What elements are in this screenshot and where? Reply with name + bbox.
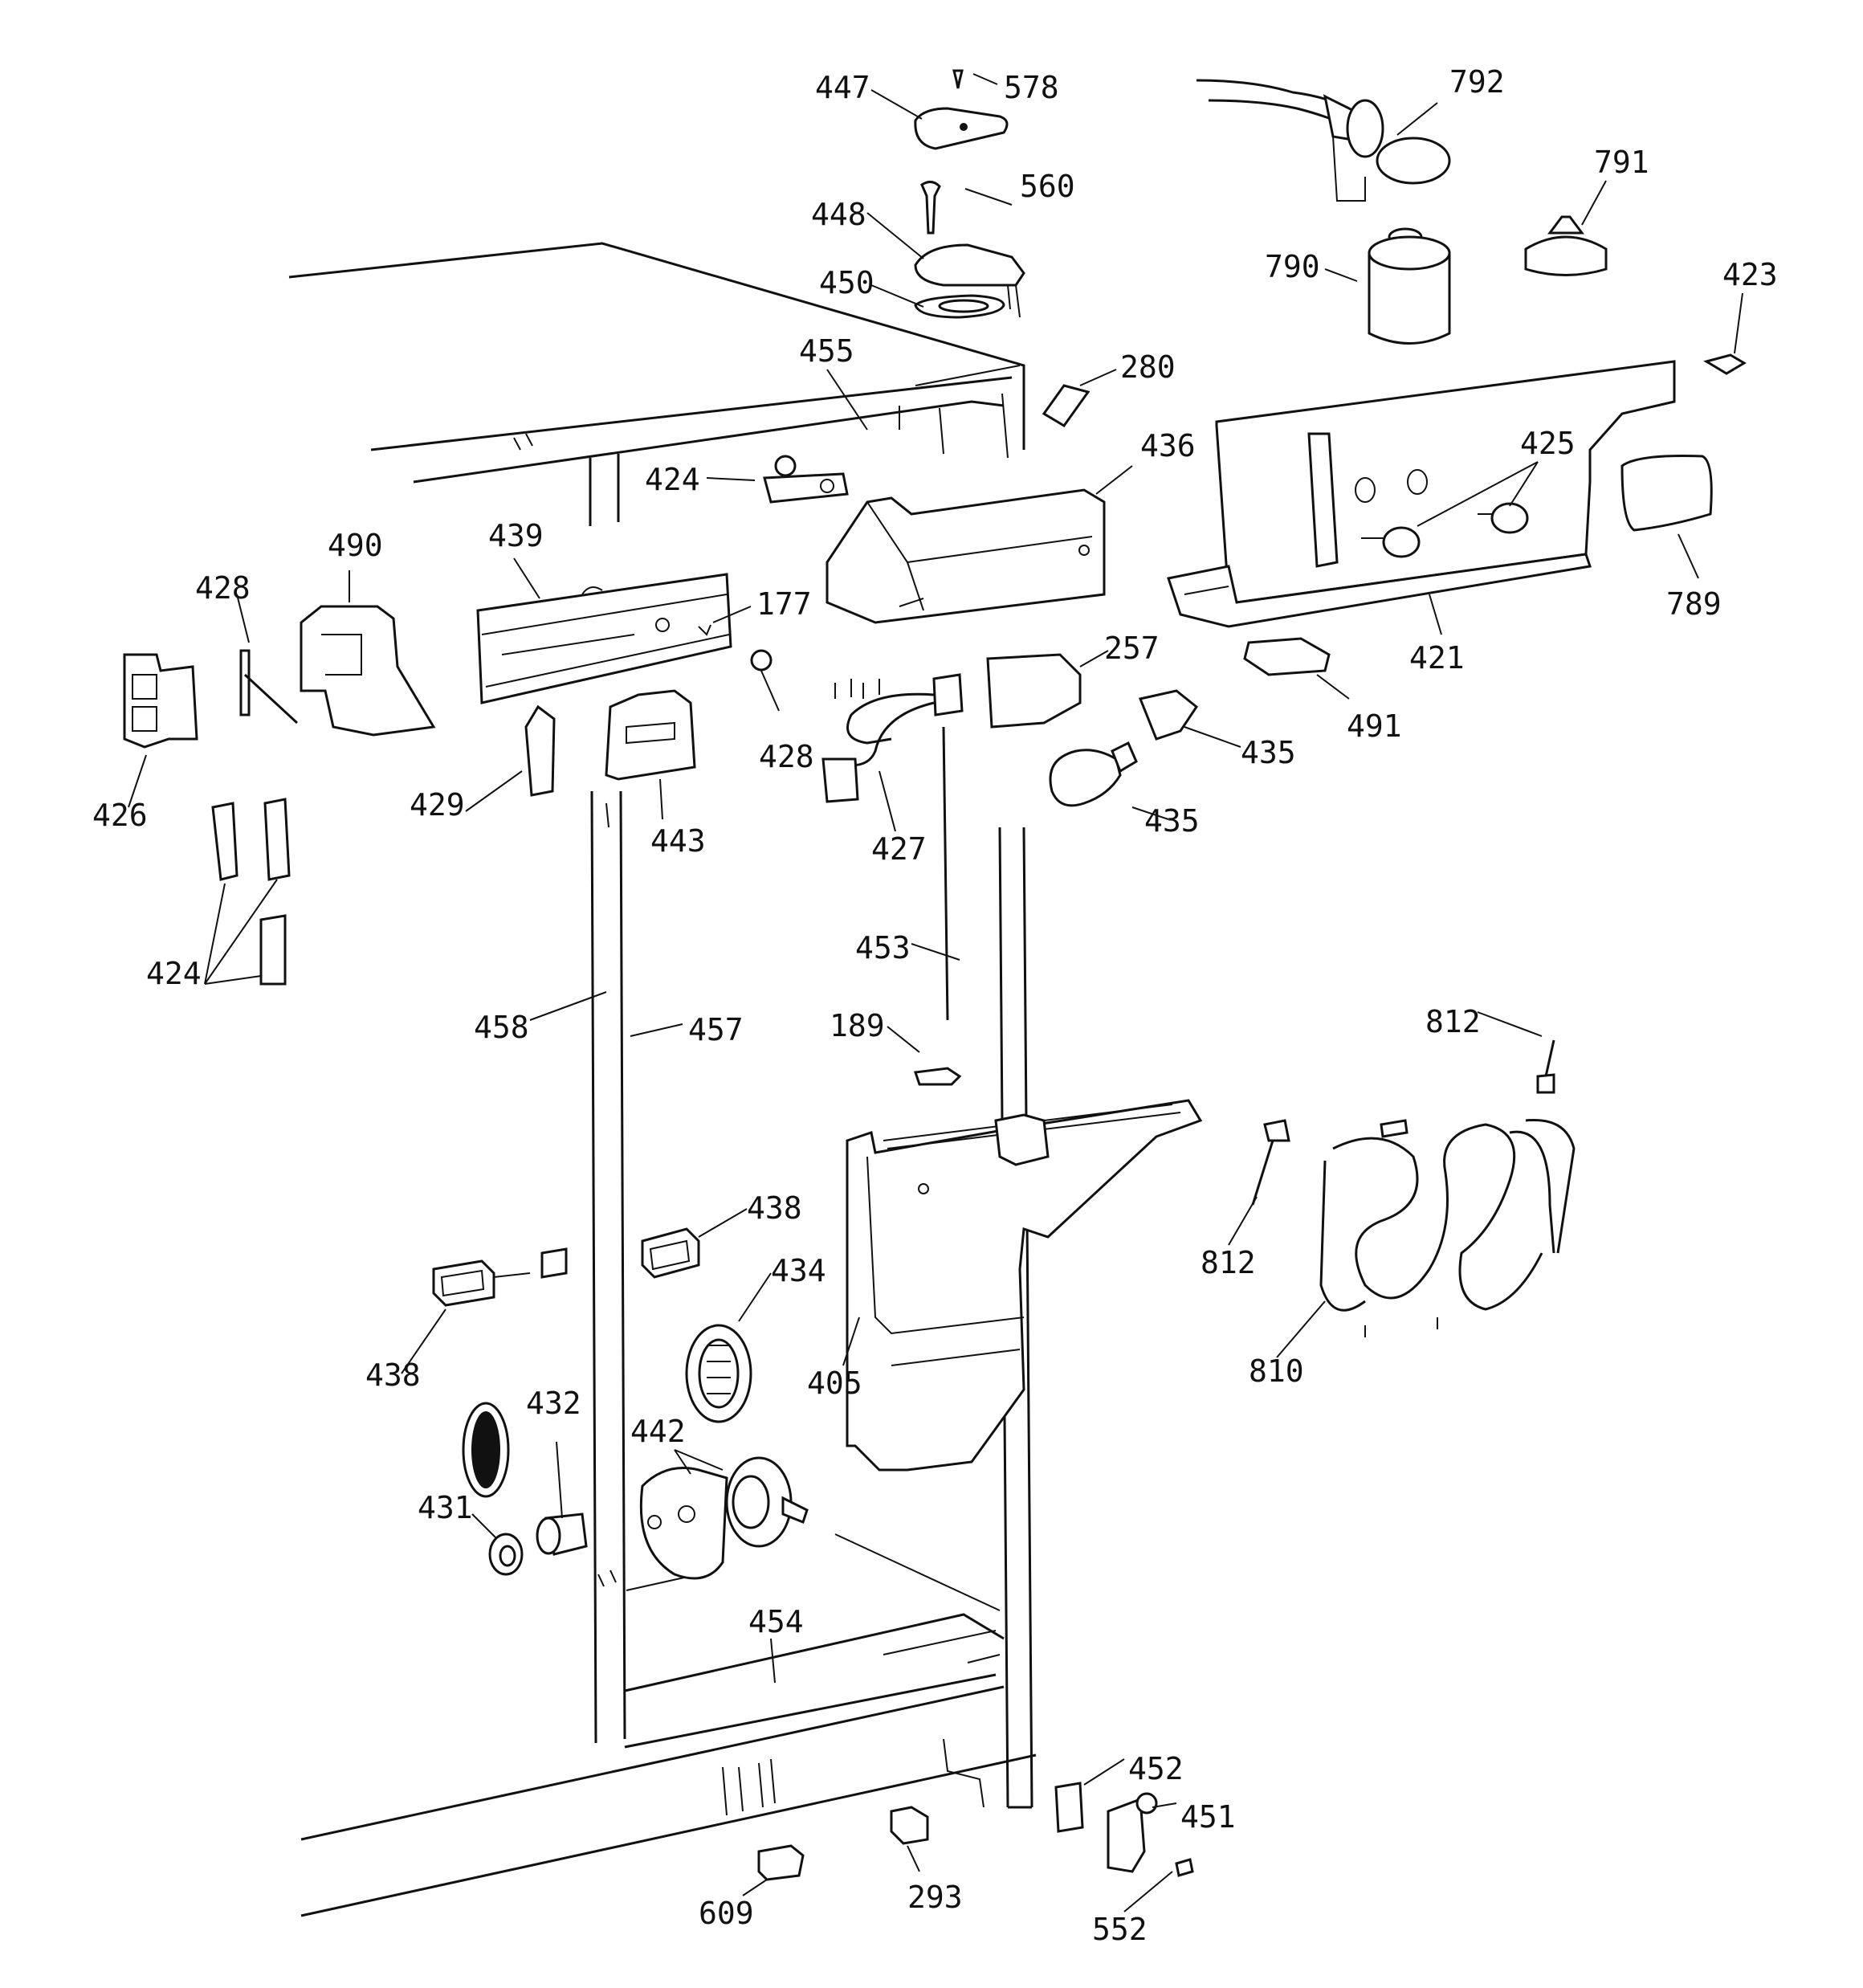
leader-lines	[128, 73, 1743, 1912]
part-435-bulb	[1049, 741, 1138, 807]
callout-424b: 424	[146, 956, 202, 991]
part-428-gear	[750, 649, 773, 672]
part-448	[914, 243, 1025, 287]
part-451	[1107, 1797, 1146, 1873]
part-792	[1196, 79, 1451, 202]
part-439	[476, 573, 732, 704]
part-424-switch	[763, 455, 849, 504]
part-442	[639, 1456, 809, 1580]
callout-560: 560	[1020, 169, 1075, 204]
part-177	[698, 624, 711, 636]
callout-439: 439	[488, 518, 544, 553]
callout-450: 450	[819, 265, 874, 300]
callout-552: 552	[1092, 1912, 1148, 1947]
part-791	[1524, 215, 1608, 276]
callout-491: 491	[1347, 708, 1402, 744]
callout-189: 189	[830, 1008, 885, 1043]
callout-609: 609	[699, 1896, 754, 1931]
callout-810: 810	[1249, 1353, 1304, 1389]
callout-442: 442	[630, 1414, 686, 1449]
part-405	[846, 1099, 1203, 1472]
callout-790: 790	[1265, 249, 1320, 284]
callout-438b: 438	[365, 1357, 421, 1393]
callout-792: 792	[1449, 64, 1505, 100]
callout-454: 454	[748, 1604, 804, 1639]
callout-428a: 428	[195, 570, 251, 606]
callout-432: 432	[526, 1386, 581, 1421]
callout-812a: 812	[1425, 1004, 1481, 1039]
part-436	[826, 488, 1106, 624]
callout-435a: 435	[1241, 735, 1296, 770]
callout-458: 458	[474, 1010, 529, 1045]
part-490	[300, 605, 436, 737]
part-424-set	[211, 798, 291, 986]
callout-293: 293	[907, 1880, 963, 1915]
part-438-right	[641, 1227, 700, 1279]
part-812-lower	[1251, 1119, 1290, 1206]
part-435-socket	[1138, 689, 1199, 741]
callout-405: 405	[807, 1365, 862, 1401]
part-423	[1703, 353, 1747, 375]
callout-429: 429	[410, 787, 465, 823]
callout-431: 431	[418, 1490, 473, 1525]
callout-448: 448	[811, 197, 866, 232]
part-434	[685, 1324, 752, 1423]
part-491	[1243, 637, 1331, 676]
callout-451: 451	[1180, 1799, 1236, 1835]
callout-425: 425	[1520, 426, 1576, 461]
part-578	[952, 69, 964, 89]
part-453	[942, 726, 949, 1021]
part-257	[986, 653, 1082, 729]
callout-447: 447	[815, 70, 870, 105]
callout-424a: 424	[645, 462, 700, 497]
callout-labels: 578 447 792 560 448 791 450 790 423 455 …	[92, 64, 1778, 1947]
part-560	[920, 181, 941, 235]
part-438-left	[432, 1247, 568, 1307]
callout-423: 423	[1722, 257, 1778, 292]
callout-438a: 438	[747, 1190, 802, 1226]
callout-453: 453	[855, 930, 911, 965]
part-280	[1042, 384, 1090, 427]
callout-257: 257	[1104, 631, 1160, 666]
part-552	[1175, 1858, 1194, 1877]
part-443	[605, 689, 696, 781]
callout-457: 457	[688, 1012, 744, 1047]
part-428-clip	[239, 649, 299, 725]
callout-812b: 812	[1201, 1245, 1256, 1280]
callout-434: 434	[771, 1253, 826, 1288]
callout-177: 177	[756, 586, 812, 622]
part-427	[821, 673, 964, 803]
part-421	[1167, 360, 1676, 628]
callout-791: 791	[1594, 145, 1649, 180]
part-609	[757, 1844, 805, 1881]
callout-427: 427	[871, 831, 927, 867]
part-429	[524, 704, 556, 797]
part-431-slot	[462, 1402, 510, 1498]
callout-428b: 428	[759, 739, 814, 774]
callout-455: 455	[799, 333, 854, 369]
part-189	[913, 1067, 962, 1086]
part-790	[1368, 227, 1451, 345]
callout-789: 789	[1666, 586, 1722, 622]
part-812-upper	[1536, 1039, 1555, 1094]
callout-443: 443	[650, 823, 706, 859]
callout-578: 578	[1004, 70, 1059, 105]
callout-426: 426	[92, 798, 148, 833]
part-789	[1620, 455, 1713, 532]
part-432	[536, 1512, 588, 1556]
parts	[123, 69, 1747, 1881]
callout-452: 452	[1128, 1751, 1184, 1786]
part-431	[488, 1533, 524, 1576]
callout-435b: 435	[1144, 803, 1200, 839]
callout-421: 421	[1409, 640, 1465, 676]
callout-490: 490	[328, 528, 383, 563]
part-810	[1319, 1118, 1576, 1337]
callout-436: 436	[1140, 428, 1196, 463]
part-293	[890, 1806, 929, 1845]
callout-280: 280	[1120, 349, 1176, 385]
part-452	[1054, 1782, 1084, 1833]
part-426	[123, 653, 198, 749]
